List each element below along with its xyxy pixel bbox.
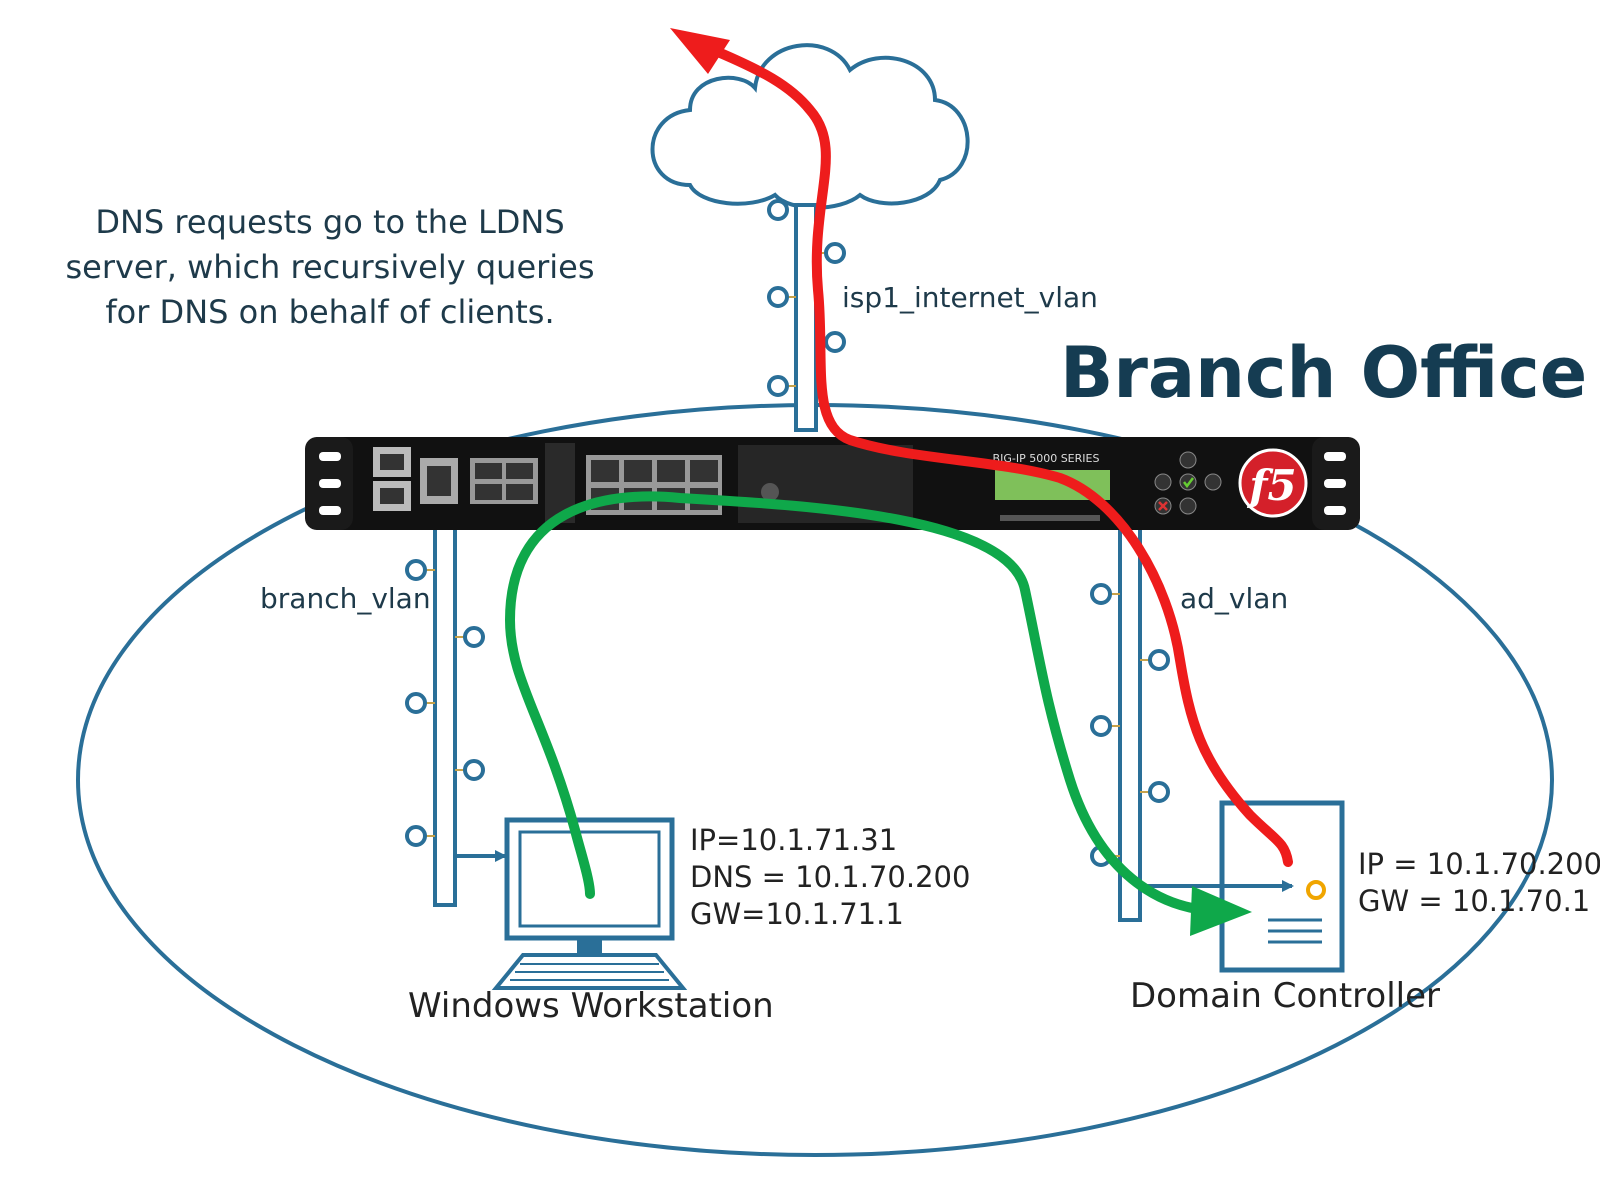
dc-gw: GW = 10.1.70.1 [1358, 884, 1590, 918]
note-line-2: server, which recursively queries [65, 248, 594, 286]
note-line-3: for DNS on behalf of clients. [105, 293, 554, 331]
workstation-computer-icon [491, 817, 688, 990]
appliance-series-label: BIG-IP 5000 SERIES [993, 452, 1100, 465]
dc-ip: IP = 10.1.70.200 [1358, 847, 1600, 881]
ad-vlan-bus [1090, 518, 1170, 922]
branch-vlan-bus [405, 518, 485, 907]
workstation-ip: IP=10.1.71.31 [690, 823, 897, 857]
internet-vlan-bus [767, 199, 846, 432]
workstation-name: Windows Workstation [408, 986, 774, 1026]
page-title: Branch Office [1060, 332, 1587, 414]
note-line-1: DNS requests go to the LDNS [95, 203, 564, 241]
dns-note: DNS requests go to the LDNS server, whic… [65, 203, 594, 331]
ad-vlan-label: ad_vlan [1180, 582, 1288, 615]
dc-name: Domain Controller [1130, 976, 1440, 1016]
big-ip-appliance: BIG-IP 5000 SERIES f5 [305, 437, 1360, 530]
isp1-internet-vlan-label: isp1_internet_vlan [842, 281, 1098, 314]
internet-cloud-icon [650, 43, 970, 210]
workstation-dns: DNS = 10.1.70.200 [690, 860, 970, 894]
ldns-recursive-flow [670, 28, 1293, 867]
branch-vlan-label: branch_vlan [260, 582, 431, 615]
workstation-gw: GW=10.1.71.1 [690, 897, 904, 931]
f5-logo-text: f5 [1246, 461, 1296, 510]
f5-logo-icon: f5 [1238, 448, 1308, 518]
client-dns-flow [504, 491, 1252, 936]
